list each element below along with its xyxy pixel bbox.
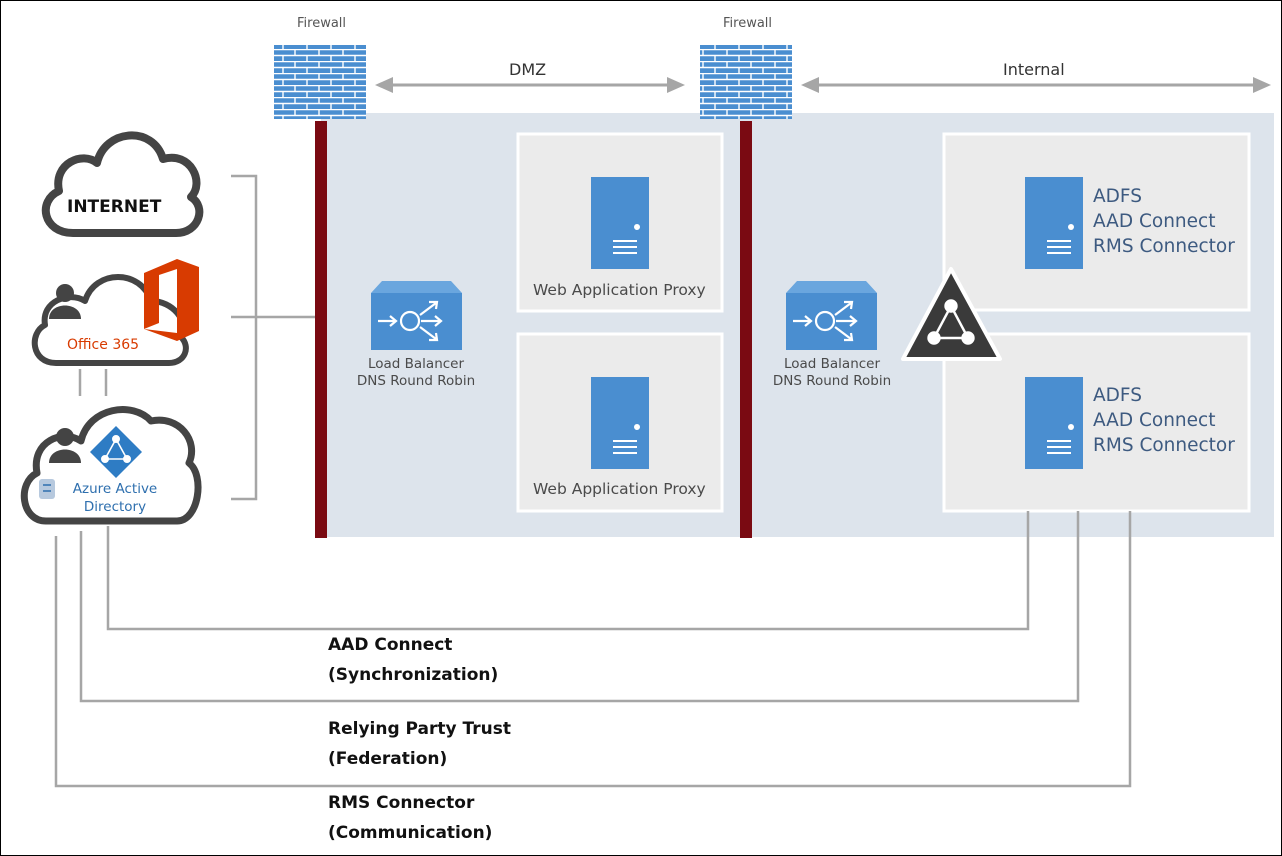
connection-federation-title: Relying Party Trust [328, 719, 511, 739]
internal-panel-1 [942, 132, 1251, 312]
communication-connection-line [54, 511, 1132, 788]
cluster-triangle-icon [901, 267, 1002, 361]
azure-ad-small-icon [39, 479, 55, 499]
server-icon-internal-1 [1025, 177, 1083, 269]
office365-label: Office 365 [67, 337, 140, 353]
firewall-bar-left [315, 121, 327, 538]
firewall-icon-right [700, 45, 792, 119]
connection-federation-label: Relying Party Trust (Federation) [328, 714, 511, 774]
connection-federation-subtitle: (Federation) [328, 749, 448, 769]
firewall-label-right: Firewall [723, 16, 773, 31]
server-1-role-aad-connect: AAD Connect [1093, 211, 1216, 232]
firewall-icon-left [274, 45, 366, 119]
connection-communication-subtitle: (Communication) [328, 823, 493, 843]
sync-connection-line [106, 511, 1030, 631]
internal-panel-2 [942, 332, 1251, 513]
cloud-bracket [231, 174, 315, 501]
office-logo-icon [144, 259, 199, 341]
connection-sync-label: AAD Connect (Synchronization) [328, 630, 498, 690]
server-icon-proxy-2 [591, 377, 649, 469]
lb-dmz-line2: DNS Round Robin [356, 373, 476, 389]
azure-ad-diamond-icon [90, 426, 142, 478]
azure-ad-label-line2: Directory [83, 499, 147, 515]
lb-internal-line1: Load Balancer [783, 356, 881, 372]
connection-sync-subtitle: (Synchronization) [328, 665, 499, 685]
firewall-label-left: Firewall [297, 16, 347, 31]
dmz-label: DMZ [509, 60, 547, 79]
server-icon-internal-2 [1025, 377, 1083, 469]
internal-server-2-roles: ADFS AAD Connect RMS Connector [1093, 383, 1235, 458]
azure-ad-label: Azure Active Directory [53, 480, 177, 516]
internet-cloud-icon [41, 131, 204, 237]
connection-lines [54, 369, 1132, 788]
dmz-arrow-icon [375, 77, 685, 93]
server-2-role-adfs: ADFS [1093, 385, 1142, 406]
federation-connection-line [79, 511, 1080, 703]
server-icon-proxy-1 [591, 177, 649, 269]
user-icon [49, 284, 81, 319]
server-2-role-rms-connector: RMS Connector [1093, 435, 1235, 456]
server-1-role-rms-connector: RMS Connector [1093, 236, 1235, 257]
server-2-role-aad-connect: AAD Connect [1093, 410, 1216, 431]
lb-dmz-line1: Load Balancer [367, 356, 465, 372]
load-balancer-label-internal: Load Balancer DNS Round Robin [761, 356, 903, 390]
load-balancer-icon-internal [786, 281, 877, 350]
connection-communication-label: RMS Connector (Communication) [328, 788, 492, 848]
web-application-proxy-label-1: Web Application Proxy [533, 281, 706, 299]
server-1-role-adfs: ADFS [1093, 186, 1142, 207]
internal-arrow-icon [801, 77, 1271, 93]
internal-server-1-roles: ADFS AAD Connect RMS Connector [1093, 184, 1235, 259]
load-balancer-icon-dmz [371, 281, 462, 350]
user-icon-aad [49, 428, 81, 463]
proxy-panel-1 [516, 132, 724, 313]
azure-ad-label-line1: Azure Active [72, 481, 158, 497]
lb-internal-line2: DNS Round Robin [772, 373, 892, 389]
internet-label: INTERNET [67, 197, 162, 217]
web-application-proxy-label-2: Web Application Proxy [533, 480, 706, 498]
load-balancer-label-dmz: Load Balancer DNS Round Robin [346, 356, 486, 390]
internal-label: Internal [1003, 60, 1065, 79]
connection-sync-title: AAD Connect [328, 635, 453, 655]
connection-communication-title: RMS Connector [328, 793, 475, 813]
firewall-bar-right [740, 121, 752, 538]
